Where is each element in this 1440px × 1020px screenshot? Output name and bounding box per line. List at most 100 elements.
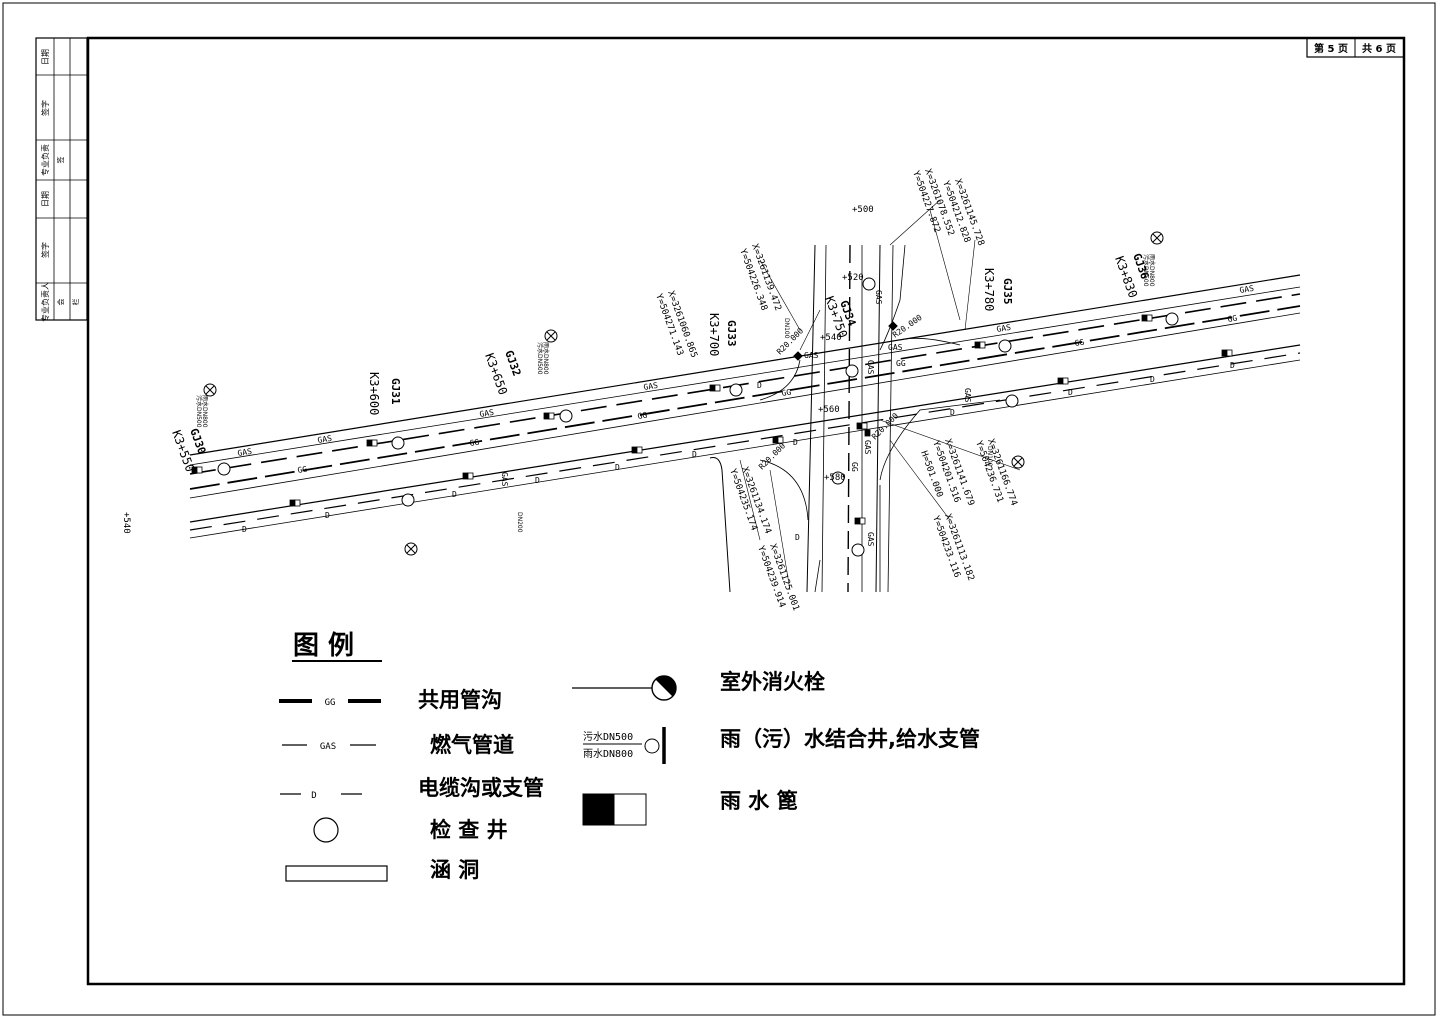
gas-tag: GAS (866, 532, 875, 547)
inspection-well (729, 383, 743, 397)
d-tag: D (1230, 361, 1235, 370)
station-label: K3+700 (707, 313, 721, 356)
cross-road-edge (887, 244, 894, 593)
pipe-note: 雨水DN800 (542, 342, 550, 375)
pipe-note: DN100 (986, 446, 993, 467)
gas-tag: GAS (863, 440, 872, 455)
inspection-well (391, 436, 405, 450)
road-edge (189, 344, 1301, 523)
gas-tag: GAS (804, 351, 819, 360)
inspection-well (217, 462, 231, 476)
d-tag: D (535, 476, 540, 485)
pipe-note: 污水DN500 (1142, 254, 1150, 287)
gg-tag: GG (637, 411, 648, 421)
gg-tag: GG (1074, 338, 1085, 348)
strip-label: 日期 (41, 49, 50, 65)
strip-label: 专业负责人 (40, 282, 50, 322)
gas-tag: GAS (479, 408, 495, 419)
strip-label: 栏 (71, 299, 80, 306)
gas-tag: GAS (963, 388, 972, 403)
road-edge (189, 312, 1301, 499)
legend-label: 雨 水 篦 (720, 789, 798, 813)
inspection-wells (217, 277, 1179, 557)
chainage-mark: +540 (820, 333, 842, 343)
chainage-mark: +580 (824, 473, 846, 483)
pipe-notes: 污水DN500 雨水DN800 污水DN500 雨水DN800 污水DN500 … (195, 254, 1156, 533)
legend-sample-top: 污水DN500 (583, 731, 633, 743)
d-tag: D (795, 533, 800, 542)
pipe-note: 雨水DN800 (201, 395, 209, 428)
fire-hydrants (203, 231, 1164, 556)
chainage-mark: +500 (852, 205, 874, 215)
page-number-label: 第 5 页 (1314, 42, 1348, 55)
chainage-mark: +560 (818, 405, 840, 415)
legend-item-cable-trench: D 电缆沟或支管 (280, 776, 544, 801)
legend-label: 共用管沟 (418, 688, 502, 712)
legend-sample: GAS (320, 742, 336, 752)
gas-tag: GAS (1239, 284, 1255, 295)
gg-tag: GG (781, 388, 792, 398)
d-tag: D (1150, 375, 1155, 384)
cross-road-edge (821, 244, 827, 593)
strip-label: 签字 (40, 242, 50, 258)
chainage-mark: +520 (842, 273, 864, 283)
cross-road-edge (806, 244, 816, 593)
legend-item-fire-hydrant: 室外消火栓 (572, 670, 825, 701)
inspection-well (862, 277, 876, 291)
station-label: K3+600 (367, 372, 381, 415)
page-total-label: 共 6 页 (1362, 42, 1396, 55)
d-tag: D (242, 525, 247, 534)
gas-tag: GAS (317, 434, 333, 445)
signature-strip: 日期 签字 专业负责 日期 签字 专业负责人 会 签 栏 (35, 37, 88, 322)
legend-item-rain-grate: 雨 水 篦 (582, 789, 798, 826)
strip-label: 签 (56, 157, 65, 164)
legend-label: 雨（污）水结合井,给水支管 (720, 727, 980, 751)
d-tag: D (793, 438, 798, 447)
legend-item-common-trench: GG 共用管沟 (279, 688, 502, 712)
d-tag: D (615, 463, 620, 472)
d-tag: D (757, 381, 762, 390)
strip-label: 会 (56, 299, 65, 306)
d-tag: D (452, 490, 457, 499)
well-number: GJ31 (389, 378, 402, 405)
inspection-well (559, 409, 573, 423)
gas-tag: GAS (500, 472, 509, 487)
legend-sample: GG (325, 698, 336, 708)
pipe-note: 雨水DN800 (1148, 254, 1156, 287)
legend-label: 电缆沟或支管 (418, 776, 544, 800)
road-edge (189, 359, 1301, 539)
inspection-well (401, 493, 415, 507)
strip-label: 专业负责 (40, 144, 50, 176)
gg-tag: GG (850, 462, 859, 472)
inspection-well (845, 364, 859, 378)
gg-tag: GG (896, 359, 906, 368)
d-tag: D (950, 408, 955, 417)
inspection-well (1005, 394, 1019, 408)
gas-tag: GAS (643, 381, 659, 392)
legend-label: 涵 洞 (430, 858, 479, 882)
well-number: GJ33 (725, 320, 738, 347)
inspection-well (851, 543, 865, 557)
strip-label: 签字 (40, 100, 50, 116)
road-edge (189, 274, 1301, 456)
legend-well-symbol (313, 817, 339, 843)
chainage-mark: +540 (121, 512, 131, 534)
d-tag: D (692, 450, 697, 459)
legend: 图 例 GG 共用管沟 GAS 燃气管道 D 电缆沟或支管 检 查 井 (279, 631, 980, 882)
pipe-note: DN200 (516, 512, 523, 533)
gas-tag: GAS (866, 360, 875, 375)
legend-item-combined-well: 污水DN500 雨水DN800 雨（污）水结合井,给水支管 (583, 727, 980, 764)
cross-road-edge (875, 244, 881, 593)
gas-tag: GAS (237, 447, 253, 458)
legend-label: 燃气管道 (430, 733, 514, 757)
well-number: GJ32 (502, 349, 523, 378)
gas-tag: GAS (874, 290, 883, 305)
gg-tag: GG (469, 438, 480, 448)
pipe-note: DN100 (783, 318, 790, 339)
inspection-well (831, 471, 845, 485)
d-tag: D (325, 511, 330, 520)
inspection-well (998, 339, 1012, 353)
pipe-tags: GAS GAS GAS GAS GAS GAS GG GG GG GG GG G… (237, 284, 1255, 547)
road-plan (189, 199, 1301, 593)
